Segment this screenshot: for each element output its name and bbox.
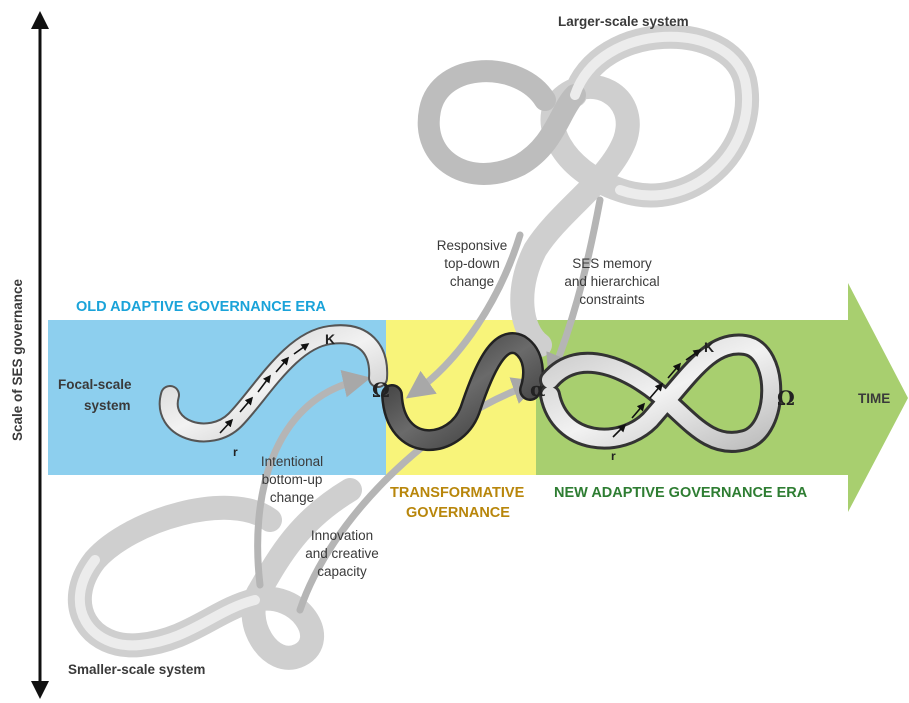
svg-text:Intentional: Intentional	[261, 454, 323, 469]
alpha-label: α	[530, 377, 545, 401]
smaller-scale-label: Smaller-scale system	[68, 662, 205, 677]
larger-scale-label: Larger-scale system	[558, 14, 689, 29]
transformative-label-2: GOVERNANCE	[406, 505, 510, 521]
larger-scale-cycle	[417, 24, 759, 357]
old-era-label: OLD ADAPTIVE GOVERNANCE ERA	[76, 299, 327, 315]
time-label: TIME	[858, 391, 890, 406]
smaller-scale-cycle	[67, 478, 362, 670]
top-down-annotation: Responsive top-down change	[437, 238, 508, 289]
new-r-label: r	[611, 449, 616, 463]
old-era-cycle	[158, 324, 389, 443]
new-era-band	[536, 283, 908, 512]
svg-text:Innovation: Innovation	[311, 528, 373, 543]
old-era-band	[48, 320, 388, 475]
memory-annotation: SES memory and hierarchical constraints	[564, 256, 659, 307]
focal-label-1: Focal-scale	[58, 377, 132, 392]
innovation-arrow	[296, 377, 541, 614]
svg-text:and hierarchical: and hierarchical	[564, 274, 659, 289]
transformative-cycle	[381, 332, 544, 452]
memory-arrow	[546, 196, 604, 383]
bottom-up-arrow	[254, 369, 371, 589]
transformative-label-1: TRANSFORMATIVE	[390, 485, 525, 501]
old-omega-label: Ω	[372, 378, 390, 402]
innovation-annotation: Innovation and creative capacity	[305, 528, 379, 579]
svg-text:change: change	[270, 490, 314, 505]
svg-text:change: change	[450, 274, 494, 289]
new-era-cycle	[539, 333, 783, 453]
svg-text:Responsive: Responsive	[437, 238, 508, 253]
new-era-label: NEW ADAPTIVE GOVERNANCE ERA	[554, 485, 808, 501]
svg-text:and creative: and creative	[305, 546, 379, 561]
new-omega-label: Ω	[777, 386, 795, 410]
svg-text:constraints: constraints	[579, 292, 645, 307]
focal-label-2: system	[84, 398, 131, 413]
old-r-label: r	[233, 445, 238, 459]
svg-text:capacity: capacity	[317, 564, 367, 579]
svg-text:top-down: top-down	[444, 256, 500, 271]
link-arrows	[254, 196, 604, 614]
old-k-label: K	[325, 331, 335, 347]
axis-label: Scale of SES governance	[10, 278, 25, 441]
svg-text:bottom-up: bottom-up	[262, 472, 323, 487]
bottom-up-annotation: Intentional bottom-up change	[261, 454, 323, 505]
new-k-label: K	[704, 339, 714, 355]
svg-text:SES memory: SES memory	[572, 256, 652, 271]
top-down-arrow	[405, 231, 524, 399]
